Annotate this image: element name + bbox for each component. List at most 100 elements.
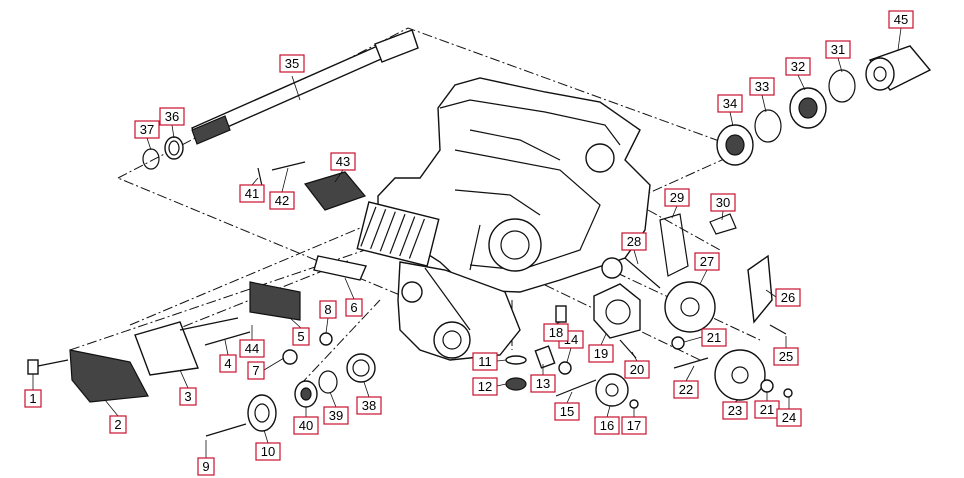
callout-36-label: 36 — [165, 109, 179, 124]
callout-26-label: 26 — [781, 290, 795, 305]
callout-24: 24 — [776, 408, 802, 427]
plug-7 — [282, 349, 298, 365]
callout-21a-label: 21 — [707, 330, 721, 345]
bearing-40 — [294, 380, 318, 408]
callout-9: 9 — [197, 457, 215, 476]
callout-39-label: 39 — [329, 408, 343, 423]
callout-2: 2 — [109, 415, 127, 434]
callout-20: 20 — [624, 360, 650, 379]
callout-21b: 21 — [754, 400, 780, 419]
callout-34: 34 — [717, 94, 743, 113]
callout-37: 37 — [134, 120, 160, 139]
callout-11-label: 11 — [478, 354, 492, 369]
callout-10: 10 — [255, 442, 281, 461]
callout-6: 6 — [345, 298, 363, 317]
callout-13: 13 — [530, 374, 556, 393]
driven-gear-23 — [714, 349, 766, 401]
dowel-28 — [624, 257, 661, 289]
callout-39: 39 — [323, 406, 349, 425]
drive-gear-27 — [664, 281, 716, 333]
callout-12-label: 12 — [478, 379, 492, 394]
pin-22 — [673, 357, 709, 369]
callout-21b-label: 21 — [760, 402, 774, 417]
callout-19-label: 19 — [594, 346, 608, 361]
callout-42: 42 — [269, 191, 295, 210]
callout-22-label: 22 — [679, 382, 693, 397]
callout-41: 41 — [239, 184, 265, 203]
callout-3: 3 — [179, 387, 197, 406]
callout-45-label: 45 — [894, 12, 908, 27]
bolt-1 — [27, 359, 69, 375]
gasket-3 — [134, 321, 199, 376]
callout-41-label: 41 — [245, 186, 259, 201]
callout-35: 35 — [279, 54, 305, 73]
callout-30: 30 — [710, 193, 736, 212]
callout-18-label: 18 — [549, 325, 563, 340]
callout-37-label: 37 — [140, 122, 154, 137]
callout-40: 40 — [293, 416, 319, 435]
callout-27-label: 27 — [700, 254, 714, 269]
callout-22: 22 — [673, 380, 699, 399]
oil-seal-10 — [247, 394, 277, 432]
callout-1: 1 — [24, 389, 42, 408]
pin-41 — [257, 167, 263, 187]
bearing-housing-45 — [865, 45, 932, 91]
needle-bearing-38 — [346, 353, 376, 383]
filter-grille-43 — [303, 171, 367, 211]
callout-29: 29 — [664, 188, 690, 207]
callout-19: 19 — [588, 344, 614, 363]
washer-11 — [505, 355, 527, 365]
callout-23-label: 23 — [728, 403, 742, 418]
bearing-32 — [789, 87, 827, 129]
callout-10-label: 10 — [261, 444, 275, 459]
callout-26: 26 — [775, 288, 801, 307]
callout-12: 12 — [472, 377, 498, 396]
callout-28-label: 28 — [627, 234, 641, 249]
bolts-4 — [179, 317, 251, 346]
callout-13-label: 13 — [536, 376, 550, 391]
callout-21a: 21 — [701, 328, 727, 347]
callout-23: 23 — [722, 401, 748, 420]
callout-18: 18 — [543, 323, 569, 342]
callout-17-label: 17 — [627, 418, 641, 433]
washer-14 — [558, 361, 572, 375]
callout-7-label: 7 — [252, 363, 259, 378]
callout-40-label: 40 — [299, 418, 313, 433]
gasket-29 — [659, 213, 689, 277]
callout-16-label: 16 — [600, 418, 614, 433]
regulator-2 — [69, 349, 149, 403]
bracket-6 — [313, 255, 367, 281]
callout-11: 11 — [472, 352, 498, 371]
washer-21a — [671, 336, 685, 350]
callout-3-label: 3 — [184, 389, 191, 404]
callout-2-label: 2 — [114, 417, 121, 432]
nut-12 — [505, 377, 527, 391]
clip-30 — [709, 213, 737, 235]
callout-8-label: 8 — [324, 302, 331, 317]
callout-38: 38 — [356, 396, 382, 415]
callout-34-label: 34 — [723, 96, 737, 111]
callout-32: 32 — [785, 57, 811, 76]
callout-15-label: 15 — [560, 404, 574, 419]
block-5 — [249, 281, 301, 321]
bearing-34 — [716, 124, 754, 166]
washer-8 — [319, 332, 333, 346]
sleeve-18 — [555, 305, 567, 323]
callout-43-label: 43 — [336, 154, 350, 169]
callout-15: 15 — [554, 402, 580, 421]
callout-5-label: 5 — [297, 329, 304, 344]
callout-38-label: 38 — [362, 398, 376, 413]
circlip-33 — [754, 109, 782, 143]
drive-shaft — [191, 29, 419, 145]
callout-44-label: 44 — [245, 341, 259, 356]
callout-16: 16 — [594, 416, 620, 435]
circlip-31 — [828, 69, 856, 103]
callout-20-label: 20 — [630, 362, 644, 377]
callout-45: 45 — [888, 10, 914, 29]
callout-28: 28 — [621, 232, 647, 251]
clip-17 — [629, 399, 639, 409]
callout-27: 27 — [694, 252, 720, 271]
oil-pump-19 — [593, 283, 641, 339]
callout-7: 7 — [247, 361, 265, 380]
